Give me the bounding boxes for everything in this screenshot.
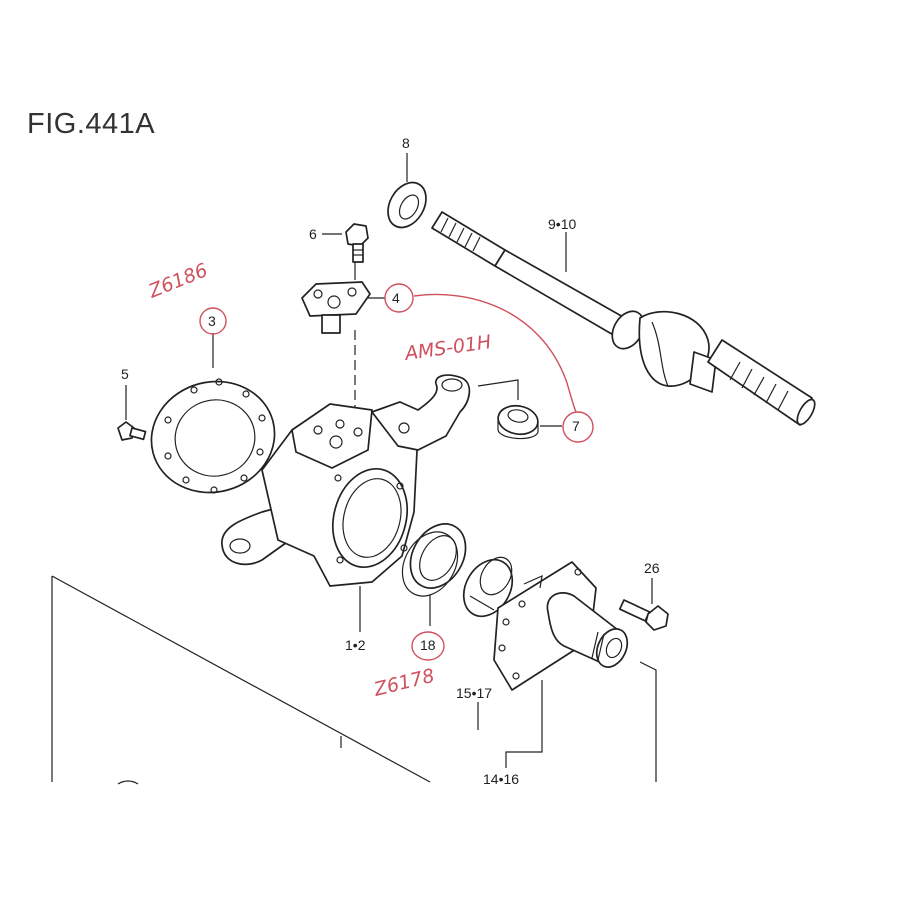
label-3: 3 [208, 313, 216, 329]
handwritten-ams: AMS-01H [402, 331, 493, 365]
part-1-2-knuckle [221, 374, 471, 587]
leader-right [639, 661, 657, 782]
part-15-17-bushing [462, 556, 514, 618]
part-7-bearing [497, 404, 539, 440]
annotation-curve [413, 293, 577, 413]
annotation-circle-7 [562, 411, 594, 443]
bracket-14-16 [505, 680, 543, 768]
label-4: 4 [392, 290, 400, 306]
part-3-gasket [150, 378, 276, 494]
label-18: 18 [420, 637, 436, 653]
part-26-bolt [618, 599, 669, 631]
part-9-10-shaft [431, 211, 816, 426]
label-8: 8 [402, 135, 410, 151]
annotation-circle-3 [199, 307, 227, 335]
handwritten-z6186: Z6186 [145, 259, 211, 303]
label-1-2: 1•2 [345, 637, 366, 653]
label-26: 26 [644, 560, 660, 576]
label-6: 6 [309, 226, 317, 242]
annotation-circle-18 [411, 631, 445, 661]
figure-title: FIG.441A [27, 108, 156, 140]
part-5-bolt [117, 421, 147, 441]
label-14-16: 14•16 [483, 771, 519, 787]
label-5: 5 [121, 366, 129, 382]
label-15-17: 15•17 [456, 685, 492, 701]
annotation-circle-4 [384, 283, 414, 313]
part-14-16-spindle [493, 561, 629, 691]
part-8-seal [387, 181, 427, 229]
part-4-plate [301, 281, 371, 334]
handwritten-z6178: Z6178 [371, 665, 437, 701]
label-9-10: 9•10 [548, 216, 576, 232]
label-7: 7 [572, 418, 580, 434]
part-18-seal [401, 523, 467, 597]
part-6-bolt [345, 223, 369, 263]
